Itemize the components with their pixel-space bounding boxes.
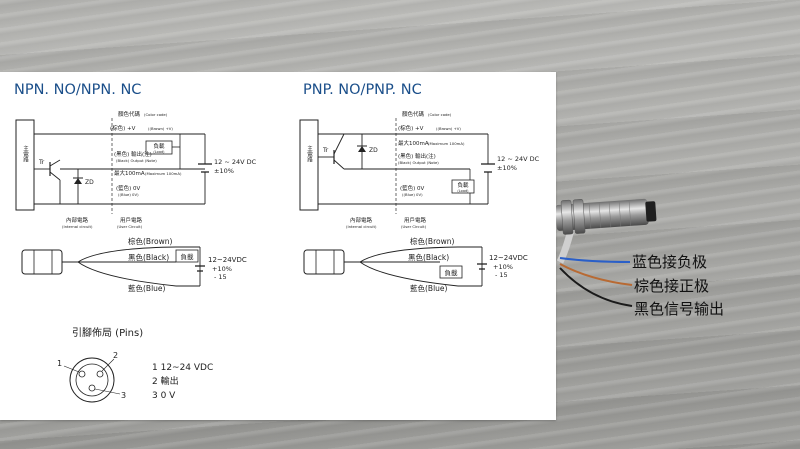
npn-internal-label-en: (Internal circuit) — [62, 224, 93, 229]
pin-1-leader — [63, 365, 80, 373]
pin-1 — [78, 370, 86, 378]
pnp-wire-supply: 12~24VDC — [489, 254, 528, 262]
npn-load-label: 負載 — [153, 142, 165, 150]
npn-wire-blue: 藍色(Blue) — [128, 283, 166, 293]
pnp-tr-label: Tr — [322, 147, 329, 154]
npn-wire-black: 黑色(Black) — [128, 252, 169, 262]
pnp-load-label-en: (Load) — [457, 189, 469, 193]
black-wire — [559, 267, 633, 307]
caption-blue-wire: 蓝色接负极 — [632, 253, 708, 271]
pin-desc-3: 3 0 V — [152, 391, 176, 401]
npn-max-current-en: (Maximum 100mA) — [145, 171, 182, 176]
pnp-black-line-label-en: (Black) Output (Note) — [398, 160, 439, 165]
pin-3-leader — [94, 388, 121, 395]
sensor-photo — [556, 198, 657, 307]
npn-zd-label: ZD — [85, 179, 94, 186]
pnp-sensor-body — [303, 249, 345, 275]
pnp-title: PNP. NO/PNP. NC — [303, 82, 422, 98]
npn-brown-line-label: (棕色) +V — [110, 124, 136, 132]
caption-black-wire: 黑色信号输出 — [634, 300, 725, 318]
npn-main-circuit-box — [15, 119, 35, 211]
pnp-brown-line-label: (棕色) +V — [398, 124, 424, 132]
npn-wire-load: 負載 — [181, 252, 195, 261]
npn-wire-brown: 棕色(Brown) — [128, 236, 172, 246]
pin-label-2: 2 — [113, 351, 118, 360]
pnp-brown-wire — [344, 246, 459, 263]
pnp-load-label: 負載 — [457, 181, 469, 189]
pnp-transistor-collector — [333, 159, 345, 170]
npn-max-current: 最大100mA — [114, 169, 145, 177]
pin-label-1: 1 — [57, 359, 62, 368]
pin-label-3: 3 — [121, 391, 126, 400]
pin-3 — [88, 384, 96, 392]
pnp-blue-line-label: (藍色) 0V — [400, 184, 425, 192]
pin-2 — [96, 370, 104, 378]
pnp-blue-line-label-en: ((Blue) 0V) — [402, 192, 423, 197]
pnp-max-current-en: (Maximum 100mA) — [428, 141, 465, 146]
npn-user-label: 用戶電路 — [120, 216, 143, 224]
pnp-tolerance: ±10% — [497, 164, 517, 172]
npn-internal-label: 內部電路 — [66, 216, 89, 224]
pnp-wire-load-box — [439, 265, 463, 279]
npn-blue-line-label-en: ((Blue) 0V) — [118, 192, 139, 197]
pnp-transistor-emitter — [333, 133, 345, 155]
pnp-supply: 12 ~ 24V DC — [497, 155, 540, 163]
pnp-internal-label-en: (Internal circuit) — [346, 224, 377, 229]
pnp-color-code: 顏色代碼 — [402, 110, 425, 118]
npn-black-line-label: (黑色) 輸出(注) — [114, 150, 152, 158]
pnp-main-circuit-label: 主電路 — [306, 145, 313, 164]
pnp-main-circuit-box — [299, 119, 319, 211]
npn-blue-wire — [77, 261, 177, 287]
npn-transistor-collector — [49, 159, 61, 167]
npn-user-label-en: (User Circuit) — [117, 224, 143, 229]
pnp-wire-load: 負載 — [445, 268, 459, 277]
pnp-max-current: 最大100mA — [398, 139, 429, 147]
pnp-wire-brown: 棕色(Brown) — [410, 236, 454, 246]
npn-wire-tol-minus: - 15 — [214, 273, 227, 281]
npn-title: NPN. NO/NPN. NC — [14, 82, 141, 98]
pins-title: 引腳佈局 (Pins) — [72, 326, 143, 339]
pnp-wire-blue: 藍色(Blue) — [410, 283, 448, 293]
pnp-wire-tol-plus: +10% — [493, 263, 513, 271]
pnp-wire-black: 黑色(Black) — [408, 252, 449, 262]
pnp-blue-wire — [359, 261, 459, 287]
npn-color-code-en: (Color code) — [144, 112, 168, 117]
npn-wire-supply: 12~24VDC — [208, 256, 247, 264]
pin-2-leader — [101, 358, 115, 372]
npn-color-code: 顏色代碼 — [118, 110, 141, 118]
npn-transistor-emitter — [49, 171, 61, 181]
pnp-zener-diode — [358, 146, 366, 152]
npn-wire-load-box — [175, 249, 199, 263]
npn-brown-line-label-en: ((Brown) +V) — [148, 126, 173, 131]
pnp-brown-line-label-en: ((Brown) +V) — [436, 126, 461, 131]
npn-load-label-en: (Load) — [153, 150, 165, 154]
pnp-user-label-en: (User Circuit) — [401, 224, 427, 229]
wiring-diagram-sheet: NPN. NO/NPN. NC 主電路 Tr ZD 負載 (Load) 12 ~… — [0, 72, 556, 420]
npn-sensor-body — [21, 249, 63, 275]
npn-black-line-label-en: (Black) Output (Note) — [116, 158, 157, 163]
pnp-user-label: 用戶電路 — [404, 216, 427, 224]
pin-desc-2: 2 輸出 — [152, 375, 179, 387]
pnp-black-line-label: (黑色) 輸出(注) — [398, 152, 436, 160]
npn-tr-label: Tr — [38, 159, 45, 166]
pnp-wire-tol-minus: - 15 — [495, 271, 508, 279]
pin-desc-1: 1 12~24 VDC — [152, 363, 213, 373]
caption-brown-wire: 棕色接正极 — [634, 277, 710, 295]
npn-wire-tol-plus: +10% — [212, 265, 232, 273]
brown-wire — [559, 263, 633, 286]
pnp-zd-label: ZD — [369, 147, 378, 154]
npn-tolerance: ±10% — [214, 167, 234, 175]
pnp-internal-label: 內部電路 — [350, 216, 373, 224]
npn-supply: 12 ~ 24V DC — [214, 158, 257, 166]
npn-load-box — [145, 140, 173, 155]
pnp-color-code-en: (Color code) — [428, 112, 452, 117]
blue-wire — [559, 257, 631, 263]
npn-brown-wire — [62, 246, 177, 263]
pnp-load-box — [451, 179, 475, 194]
npn-zener-diode — [74, 178, 82, 184]
npn-main-circuit-label: 主電路 — [22, 145, 29, 164]
sensor-body — [556, 198, 657, 235]
wiring-diagram-svg: NPN. NO/NPN. NC 主電路 Tr ZD 負載 (Load) 12 ~… — [14, 82, 540, 403]
npn-blue-line-label: (藍色) 0V — [116, 184, 141, 192]
